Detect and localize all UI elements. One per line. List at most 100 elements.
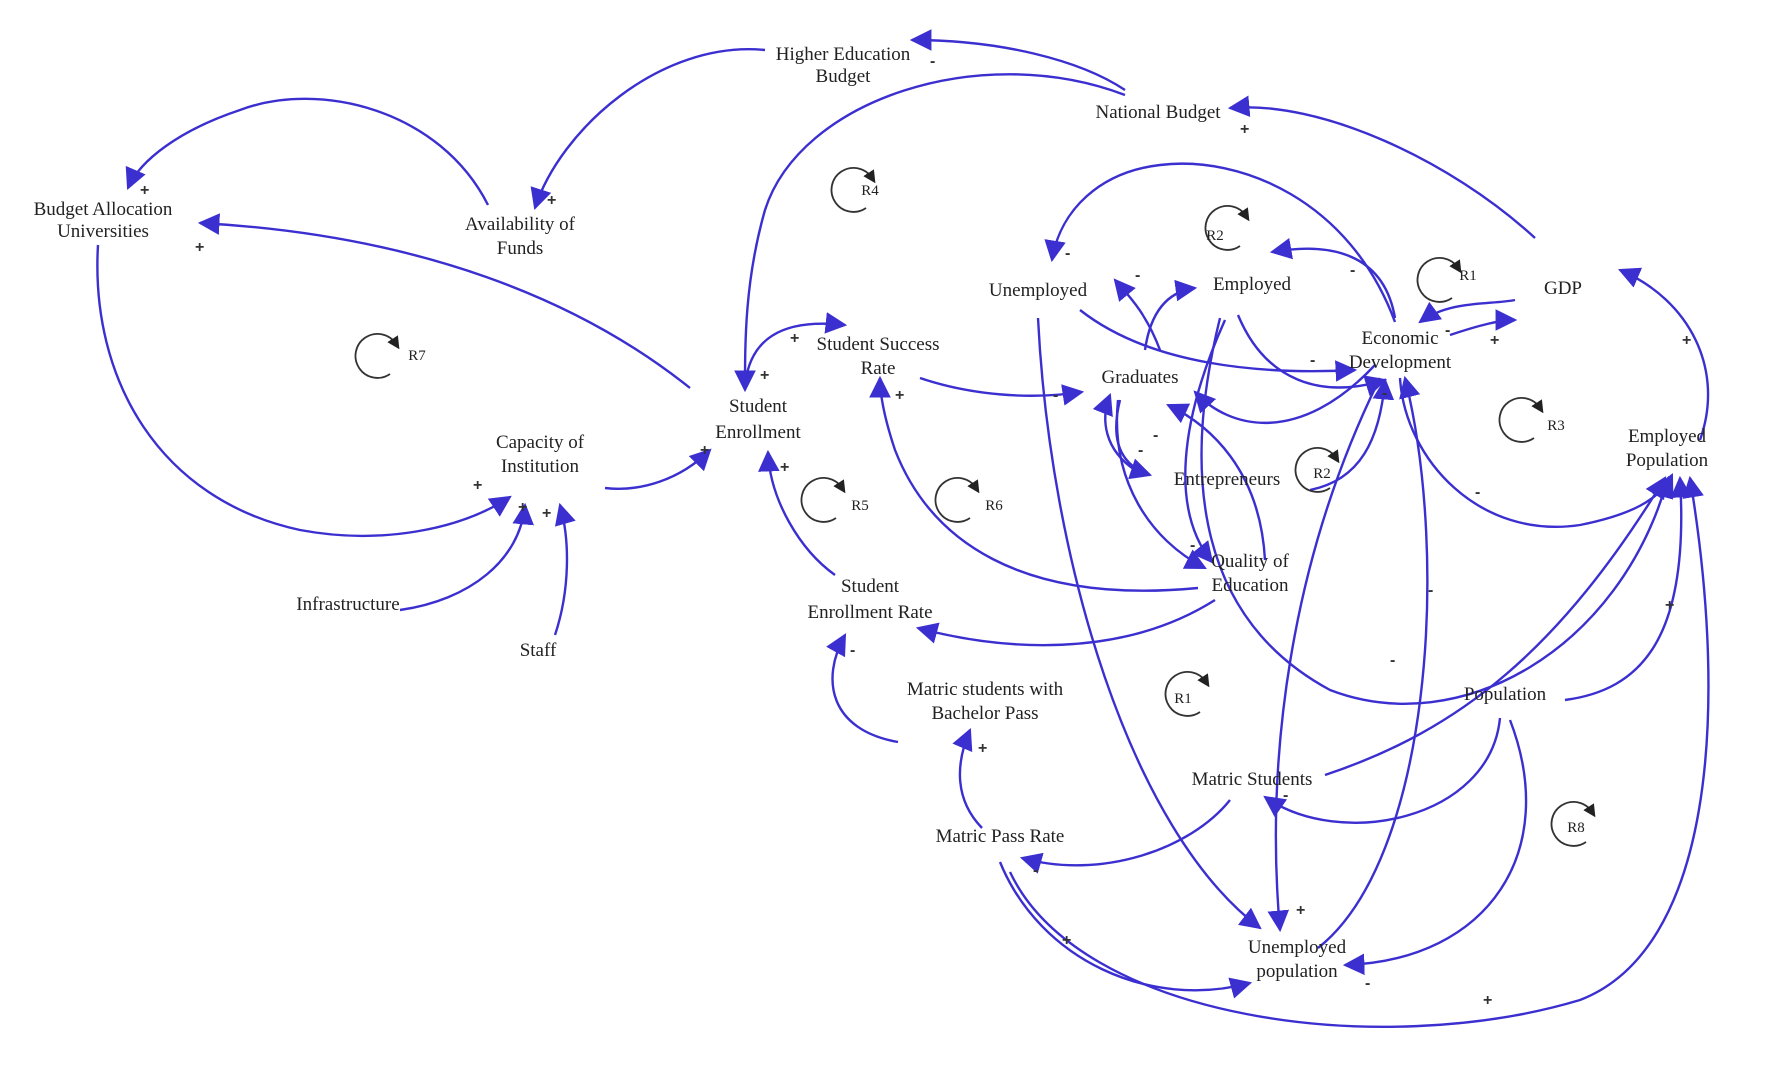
loop-label: R1: [1459, 268, 1477, 284]
link-gdp-to-economic-development: [1418, 298, 1516, 324]
link-higher-education-budget-to-availability-of-funds: [530, 48, 766, 211]
polarity-sign: -: [1053, 387, 1058, 404]
link-capacity-to-student-enrollment: [604, 448, 712, 490]
polarity-sign: -: [1310, 352, 1315, 369]
polarity-sign: -: [930, 53, 935, 70]
loop-marker-r4: R4: [830, 167, 879, 213]
link-employed-population-to-gdp: [1618, 267, 1710, 441]
polarity-sign: -: [1390, 652, 1395, 669]
polarity-sign: -: [850, 642, 855, 659]
link-matric-students-to-employed-population: [1324, 476, 1667, 777]
node-gdp: GDP: [1544, 278, 1582, 299]
causal-links: [96, 29, 1710, 1028]
loop-label: R6: [985, 498, 1003, 514]
polarity-sign: +: [1490, 332, 1499, 349]
loop-label: R4: [861, 183, 879, 199]
polarity-sign: -: [1428, 582, 1433, 599]
link-unemployed-population-to-economic-development: [1317, 375, 1429, 949]
link-student-enrollment-to-success-rate: [743, 312, 848, 386]
link-unemployed-to-unemployed-population: [1036, 317, 1262, 930]
polarity-sign: -: [1065, 245, 1070, 262]
link-staff-to-capacity: [553, 502, 576, 636]
node-population: Population: [1464, 684, 1547, 705]
polarity-sign: +: [1483, 992, 1492, 1009]
loop-label: R7: [408, 348, 426, 364]
node-infrastructure: Infrastructure: [296, 594, 399, 615]
polarity-sign: -: [1138, 442, 1143, 459]
polarity-sign: -: [1365, 975, 1370, 992]
loop-label: R1: [1174, 691, 1192, 707]
polarity-sign: +: [547, 192, 556, 209]
polarity-sign: +: [780, 459, 789, 476]
polarity-sign: +: [195, 239, 204, 256]
polarity-sign: -: [1135, 267, 1140, 284]
link-graduates-to-unemployed: [1113, 278, 1162, 351]
link-infrastructure-to-capacity: [399, 502, 534, 612]
link-economic-development-to-gdp: [1449, 309, 1518, 337]
polarity-sign: +: [895, 387, 904, 404]
polarity-sign: +: [1062, 932, 1071, 949]
loop-marker-r2-mid: R2: [1294, 447, 1340, 493]
link-availability-of-funds-to-budget-allocation: [125, 97, 490, 206]
link-quality-to-graduates: [1166, 403, 1267, 561]
loop-label: R3: [1547, 418, 1565, 434]
link-matric-students-to-matric-pass-rate: [1019, 799, 1231, 874]
link-budget-allocation-to-capacity: [96, 244, 512, 538]
node-matric-pass-rate: Matric Pass Rate: [936, 826, 1065, 847]
link-graduates-to-quality: [1115, 399, 1207, 570]
link-entrepreneurs-to-graduates: [1092, 392, 1136, 471]
link-success-rate-to-graduates: [919, 376, 1085, 406]
node-entrepreneurs: Entrepreneurs: [1174, 469, 1281, 490]
link-national-budget-to-student-enrollment: [734, 73, 1126, 393]
link-population-to-employed-population: [1564, 475, 1692, 702]
link-bachelor-pass-to-enrollment-rate: [826, 633, 899, 744]
link-employed-to-economic-development: [1236, 314, 1388, 397]
polarity-signs: - + + + + - - - - + + + + + - - - - - + …: [140, 53, 1691, 1009]
polarity-sign: +: [1240, 121, 1249, 138]
loop-label: R8: [1567, 820, 1585, 836]
polarity-sign: +: [790, 330, 799, 347]
link-matric-pass-rate-to-employed-population: [1008, 475, 1710, 1028]
loop-label: R2: [1206, 228, 1224, 244]
polarity-sign: -: [1283, 787, 1288, 804]
polarity-sign: -: [1033, 862, 1038, 879]
link-population-to-unemployed-population: [1342, 719, 1528, 976]
loop-label: R5: [851, 498, 869, 514]
node-graduates: Graduates: [1101, 367, 1178, 388]
link-gdp-to-national-budget: [1227, 95, 1536, 239]
loop-marker-r5: R5: [800, 477, 869, 523]
polarity-sign: -: [1190, 537, 1195, 554]
polarity-sign: -: [1153, 427, 1158, 444]
polarity-sign: +: [473, 477, 482, 494]
node-matric-students: Matric Students: [1192, 769, 1313, 790]
link-enrollment-rate-to-student-enrollment: [758, 449, 836, 576]
polarity-sign: -: [1475, 484, 1480, 501]
link-economic-development-to-employed: [1269, 237, 1397, 319]
link-quality-to-enrollment-rate: [915, 598, 1216, 647]
polarity-sign: +: [542, 505, 551, 522]
loop-marker-r6: R6: [934, 477, 1003, 523]
loop-marker-r1-mid: R1: [1164, 671, 1210, 717]
link-employed-to-quality: [1184, 319, 1227, 564]
polarity-sign: +: [1665, 597, 1674, 614]
link-employed-to-employed-population: [1200, 317, 1674, 705]
polarity-sign: +: [140, 182, 149, 199]
node-employed: Employed: [1213, 274, 1292, 295]
loop-marker-r8: R8: [1550, 801, 1596, 847]
link-quality-to-success-rate: [869, 375, 1199, 592]
link-economic-development-to-graduates: [1193, 364, 1376, 424]
link-economic-development-to-unemployed-population: [1267, 377, 1382, 933]
link-economic-development-to-unemployed: [1044, 162, 1397, 323]
node-unemployed: Unemployed: [989, 280, 1088, 301]
loop-marker-r2-top: R2: [1204, 205, 1250, 251]
